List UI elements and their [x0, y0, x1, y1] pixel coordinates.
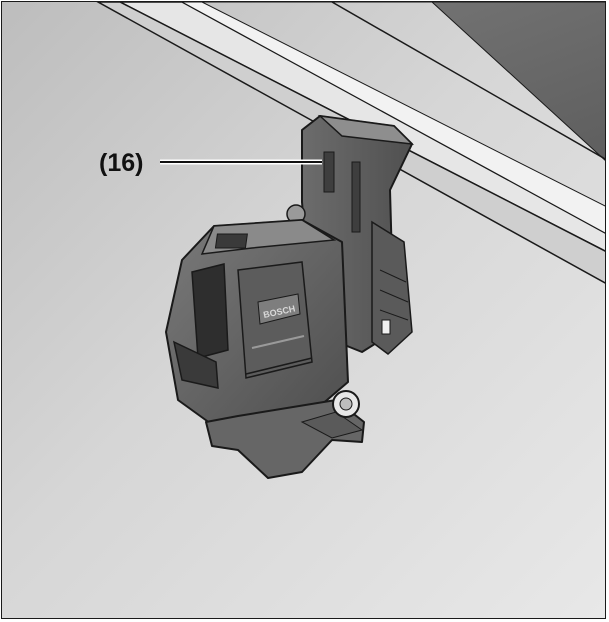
brand-label-plate — [257, 293, 301, 325]
callout-label-16: (16) — [99, 149, 144, 177]
ceiling-surface — [182, 2, 605, 161]
laser-window — [191, 263, 229, 359]
ceiling-rail-edge — [181, 2, 605, 234]
